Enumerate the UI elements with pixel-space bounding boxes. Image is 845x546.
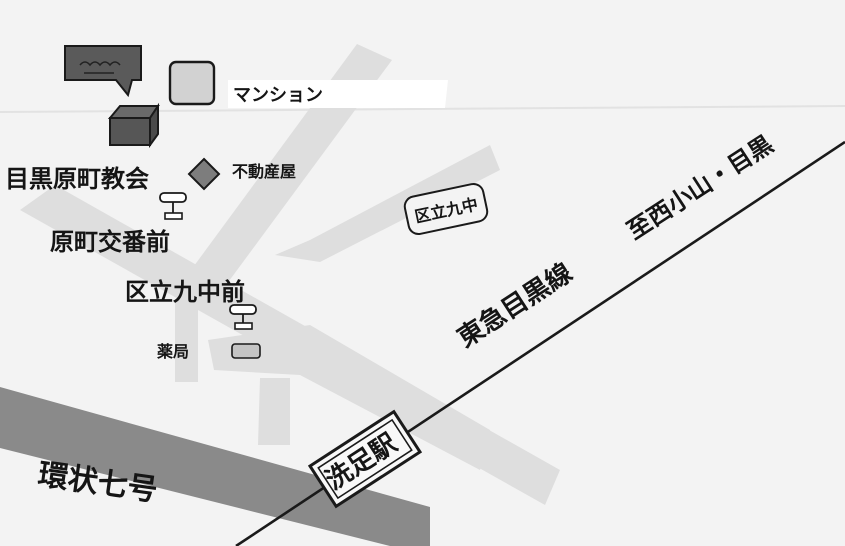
cube-building-icon [107,102,160,149]
church-label: 目黒原町教会 [5,165,149,193]
realtor-label: 不動産屋 [232,162,296,181]
bus-stop-icon [159,192,187,220]
bus-stop-icon [229,304,257,330]
street-vertical-stub [175,300,198,382]
mansion-building [168,60,216,106]
school-tag-box [403,182,489,236]
mansion-label-background [228,80,448,108]
pharmacy-marker [231,343,261,359]
mansion-label: マンション [233,85,323,106]
street-lower-stub [258,378,290,445]
street-east-branch [275,145,500,262]
pharmacy-label: 薬局 [156,342,189,361]
ring-road-band [0,387,430,546]
realtor-marker [187,157,221,191]
station-sign-icon [307,409,423,509]
bus-stop-label: 区立九中前 [125,278,245,306]
police-box-label: 原町交番前 [50,228,170,256]
street-lower-connector [208,325,490,470]
speech-bubble-icon [64,45,142,98]
